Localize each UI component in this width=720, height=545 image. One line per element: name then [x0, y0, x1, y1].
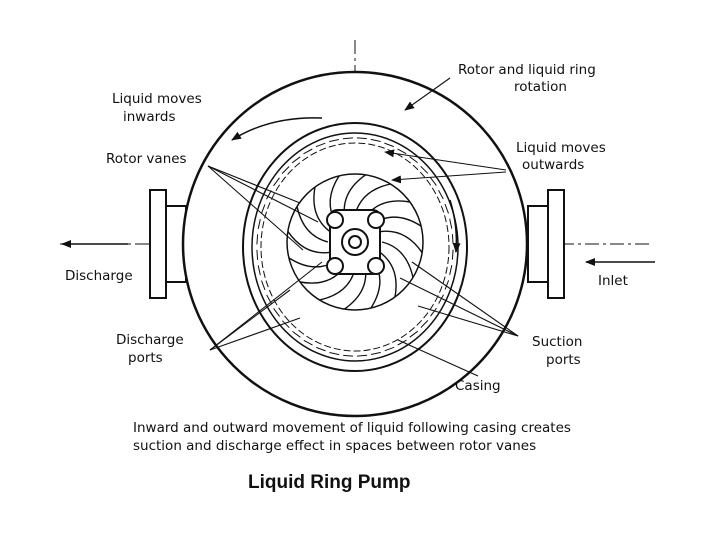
- port-plate-br: [367, 257, 385, 275]
- liquid-hatch-mark: [384, 346, 395, 352]
- leader-lines: [207, 77, 519, 377]
- rotor-vane: [381, 241, 414, 278]
- liquid-hatch-mark: [256, 249, 259, 260]
- liquid-hatch-mark: [370, 351, 381, 355]
- label-rotor-rotation-2: rotation: [514, 79, 567, 95]
- rotor-outline: [286, 173, 424, 311]
- liquid-hatch-mark: [420, 165, 429, 174]
- label-rotor-vanes: Rotor vanes: [106, 151, 187, 167]
- label-discharge-ports-1: Discharge: [116, 332, 184, 348]
- liquid-hatch-mark: [291, 156, 301, 164]
- label-suction-ports-1: Suction: [532, 334, 582, 350]
- liquid-hatch-mark: [429, 177, 437, 186]
- liquid-hatch-mark: [449, 218, 453, 229]
- liquid-hatch-mark: [409, 330, 419, 338]
- liquid-hatch-mark: [451, 249, 454, 260]
- liquid-hatch-mark: [444, 280, 450, 290]
- rotation-arrow-right: [449, 199, 461, 253]
- liquid-hatch-mark: [260, 204, 266, 214]
- liquid-hatch-mark: [256, 234, 259, 245]
- label-rotor-rotation-1: Rotor and liquid ring: [458, 62, 596, 78]
- liquid-hatch-mark: [370, 138, 381, 142]
- casing-ellipse-outer: [242, 122, 468, 372]
- liquid-hatching: [256, 137, 454, 357]
- liquid-hatch-mark: [329, 352, 340, 356]
- label-liquid-inwards-2: inwards: [123, 109, 176, 125]
- liquid-hatch-mark: [357, 354, 368, 357]
- liquid-hatch-mark: [444, 203, 449, 214]
- label-liquid-inwards-1: Liquid moves: [112, 91, 202, 107]
- liquid-hatch-mark: [316, 346, 326, 352]
- liquid-hatch-mark: [329, 139, 340, 143]
- liquid-hatch-mark: [261, 280, 266, 291]
- liquid-hatch-mark: [303, 339, 313, 346]
- liquid-hatch-mark: [292, 330, 301, 338]
- liquid-hatch-mark: [257, 218, 261, 230]
- caption-line-1: Inward and outward movement of liquid fo…: [133, 420, 571, 436]
- label-suction-ports-2: ports: [546, 352, 581, 368]
- liquid-hatch-mark: [266, 190, 272, 200]
- port-plate-tr: [367, 211, 385, 229]
- liquid-hatch-mark: [420, 320, 429, 328]
- liquid-hatch-mark: [430, 307, 437, 317]
- liquid-hatch-mark: [438, 294, 444, 304]
- discharge-flange: [149, 189, 187, 299]
- port-plate-bl: [326, 257, 344, 275]
- rotor-vane: [379, 230, 423, 254]
- rotor-vane: [287, 230, 331, 254]
- label-discharge-ports-2: ports: [128, 350, 163, 366]
- liquid-hatch-mark: [273, 177, 280, 187]
- liquid-hatch-mark: [384, 142, 394, 148]
- liquid-hatch-mark: [273, 308, 281, 317]
- liquid-hatch-mark: [315, 142, 326, 148]
- liquid-hatch-mark: [257, 265, 261, 276]
- rotor-hub: [326, 209, 385, 275]
- liquid-hatch-mark: [281, 166, 290, 174]
- label-liquid-outwards-2: outwards: [522, 157, 584, 173]
- liquid-hatch-mark: [449, 264, 453, 276]
- label-casing: Casing: [455, 378, 501, 394]
- label-discharge: Discharge: [65, 268, 133, 284]
- rotation-arrow-top: [231, 117, 323, 141]
- label-liquid-outwards-1: Liquid moves: [516, 140, 606, 156]
- liquid-hatch-mark: [303, 148, 313, 155]
- caption-line-2: suction and discharge effect in spaces b…: [133, 438, 536, 454]
- liquid-hatch-mark: [342, 137, 353, 140]
- liquid-hatch-mark: [409, 156, 418, 164]
- liquid-hatch-mark: [397, 339, 407, 346]
- inlet-flange: [527, 189, 565, 299]
- rotor-vane: [296, 206, 329, 243]
- shaft-inner: [348, 235, 362, 249]
- liquid-hatch-mark: [281, 320, 290, 329]
- label-inlet: Inlet: [598, 273, 628, 289]
- liquid-hatch-mark: [343, 354, 354, 357]
- liquid-hatch-mark: [397, 148, 407, 155]
- liquid-hatch-mark: [451, 234, 454, 245]
- liquid-ring-surface: [260, 142, 450, 352]
- diagram-title: Liquid Ring Pump: [248, 472, 411, 493]
- rotor-vane: [313, 186, 331, 233]
- liquid-hatch-mark: [356, 137, 367, 140]
- port-plate-tl: [326, 211, 344, 229]
- rotor-vane: [379, 251, 397, 298]
- liquid-hatch-mark: [438, 189, 444, 200]
